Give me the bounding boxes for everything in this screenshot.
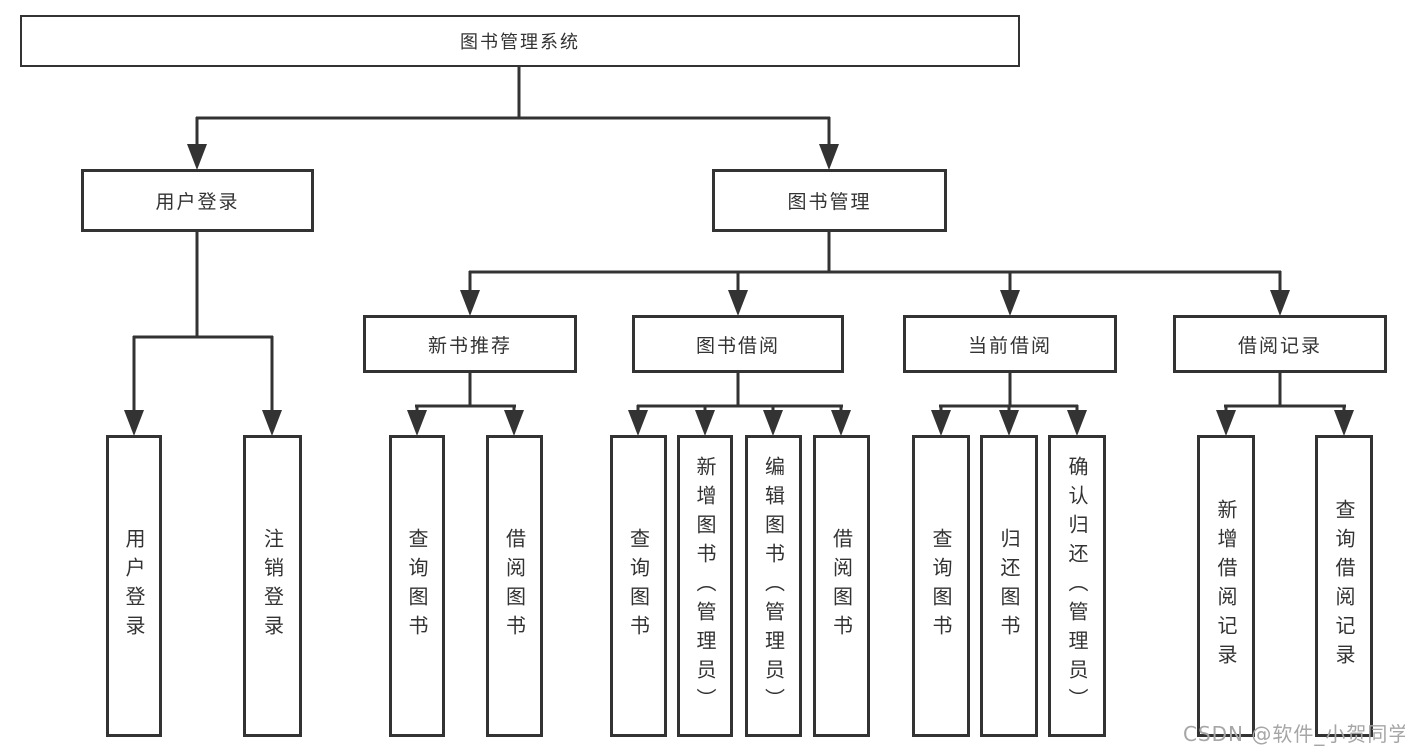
leaf-bb-query-books: 查询图书 bbox=[610, 435, 667, 737]
leaf-bb-edit-books: 编辑图书（管理员） bbox=[745, 435, 802, 737]
leaf-br-query-record: 查询借阅记录 bbox=[1315, 435, 1373, 737]
leaf-logout: 注销登录 bbox=[243, 435, 302, 737]
leaf-br-query-record-label: 查询借阅记录 bbox=[1332, 499, 1356, 673]
node-borrowing-records: 借阅记录 bbox=[1173, 315, 1387, 373]
leaf-rec-borrow-books-label: 借阅图书 bbox=[502, 528, 527, 644]
csdn-watermark: CSDN @软件_小贺同学 bbox=[1183, 722, 1405, 746]
node-new-book-rec-label: 新书推荐 bbox=[427, 334, 512, 357]
leaf-logout-label: 注销登录 bbox=[260, 528, 285, 644]
leaf-cb-return-books-label: 归还图书 bbox=[997, 528, 1021, 644]
leaf-bb-edit-books-label: 编辑图书（管理员） bbox=[761, 455, 786, 717]
leaf-cb-query-books-label: 查询图书 bbox=[929, 528, 953, 644]
leaf-cb-confirm-return: 确认归还（管理员） bbox=[1048, 435, 1106, 737]
leaf-cb-query-books: 查询图书 bbox=[912, 435, 970, 737]
leaf-bb-query-books-label: 查询图书 bbox=[626, 528, 651, 644]
leaf-bb-borrow-books: 借阅图书 bbox=[813, 435, 870, 737]
leaf-rec-query-books: 查询图书 bbox=[389, 435, 445, 737]
node-book-management-label: 图书管理 bbox=[787, 191, 872, 213]
node-borrowing-records-label: 借阅记录 bbox=[1237, 334, 1322, 357]
leaf-bb-add-books: 新增图书（管理员） bbox=[677, 435, 733, 737]
node-system: 图书管理系统 bbox=[20, 15, 1020, 67]
node-current-borrowing-label: 当前借阅 bbox=[967, 334, 1052, 357]
leaf-br-add-record: 新增借阅记录 bbox=[1197, 435, 1255, 737]
node-book-management: 图书管理 bbox=[712, 169, 947, 232]
arrowheads bbox=[124, 144, 1354, 436]
leaf-br-add-record-label: 新增借阅记录 bbox=[1214, 499, 1238, 673]
node-current-borrowing: 当前借阅 bbox=[903, 315, 1117, 373]
node-book-borrowing-label: 图书借阅 bbox=[695, 334, 780, 357]
leaf-cb-return-books: 归还图书 bbox=[980, 435, 1038, 737]
node-system-label: 图书管理系统 bbox=[460, 32, 580, 53]
node-user-login-label: 用户登录 bbox=[155, 191, 240, 213]
leaf-rec-query-books-label: 查询图书 bbox=[405, 528, 429, 644]
node-new-book-rec: 新书推荐 bbox=[363, 315, 577, 373]
node-user-login: 用户登录 bbox=[81, 169, 314, 232]
leaf-bb-add-books-label: 新增图书（管理员） bbox=[693, 455, 717, 717]
leaf-user-login-label: 用户登录 bbox=[122, 528, 146, 644]
leaf-user-login: 用户登录 bbox=[106, 435, 162, 737]
node-book-borrowing: 图书借阅 bbox=[632, 315, 844, 373]
leaf-bb-borrow-books-label: 借阅图书 bbox=[829, 528, 854, 644]
leaf-cb-confirm-return-label: 确认归还（管理员） bbox=[1065, 455, 1089, 717]
leaf-rec-borrow-books: 借阅图书 bbox=[486, 435, 543, 737]
